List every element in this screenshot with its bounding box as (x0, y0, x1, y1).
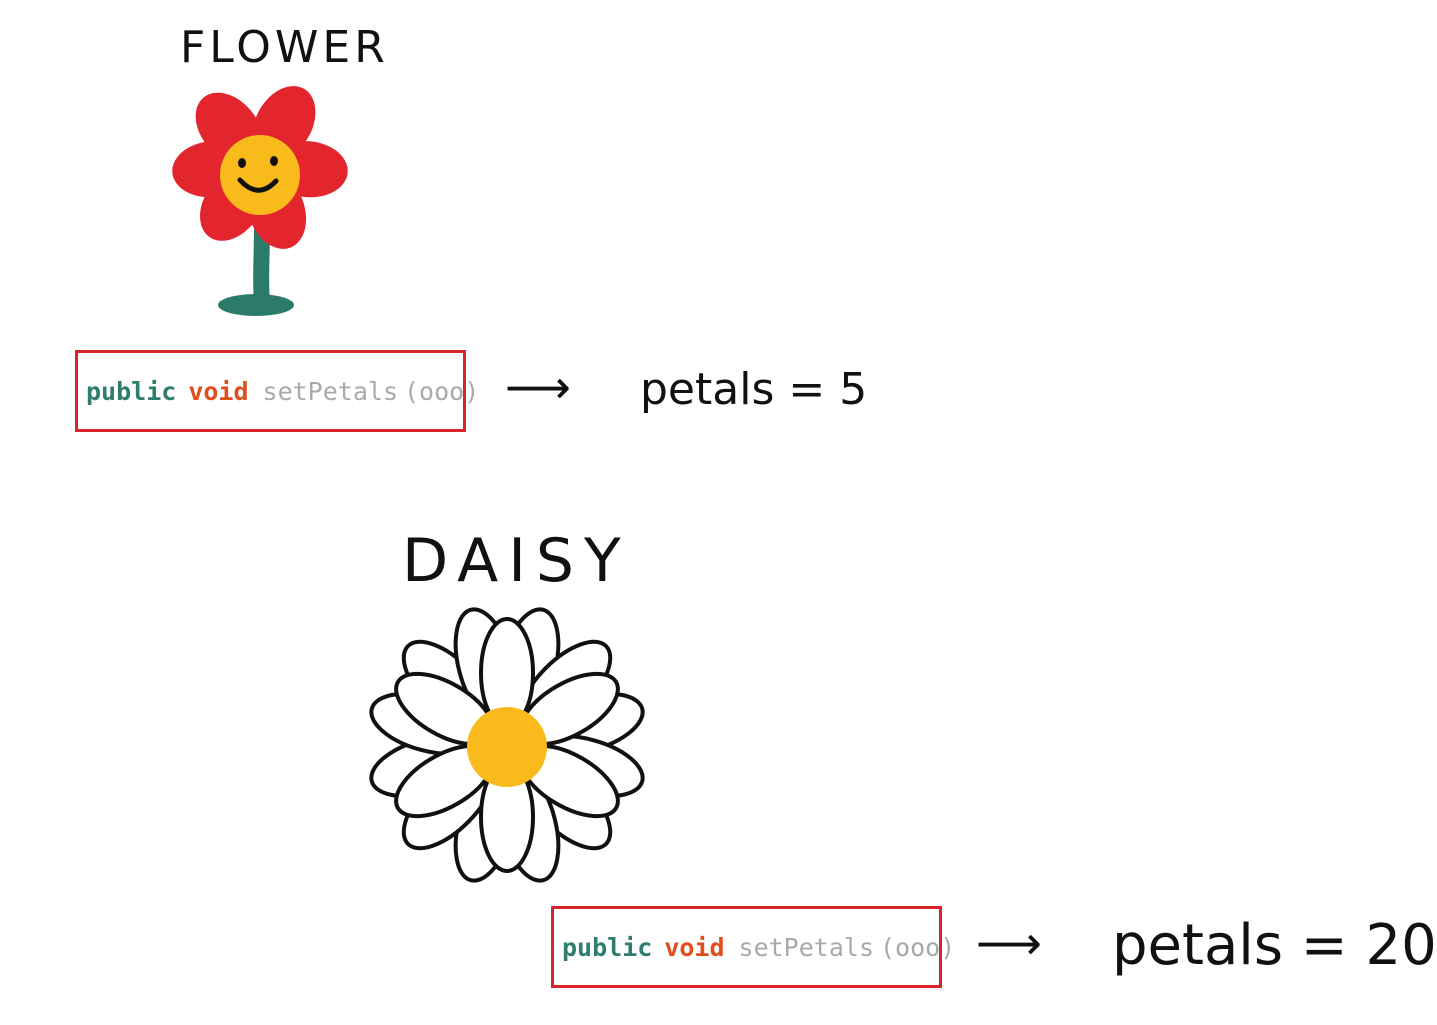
daisy-modifier: public (562, 932, 653, 962)
flower-title: FLOWER (180, 22, 389, 73)
flower-return-type: void (188, 376, 249, 406)
daisy-return-type: void (664, 932, 725, 962)
daisy-arrow-icon: ⟶ (976, 916, 1042, 970)
daisy-title: DAISY (402, 526, 631, 596)
white-daisy-icon (369, 607, 645, 883)
flower-method-name: setPetals (262, 376, 398, 406)
flower-center (220, 135, 300, 215)
flower-left-eye (238, 158, 246, 168)
daisy-method-params: (ooo) (880, 932, 956, 962)
flower-modifier: public (86, 376, 177, 406)
daisy-method-name: setPetals (738, 932, 874, 962)
smiling-red-flower-icon (172, 86, 348, 316)
daisy-center (467, 707, 547, 787)
flower-result: petals = 5 (640, 364, 868, 415)
flower-method-params: (ooo) (404, 376, 480, 406)
daisy-result: petals = 20 (1112, 913, 1437, 978)
flower-smile (237, 177, 279, 193)
flower-right-eye (270, 156, 278, 166)
daisy-method-signature: public void setPetals (ooo) (551, 906, 955, 988)
flower-leaf (218, 294, 294, 316)
flower-arrow-icon: ⟶ (505, 360, 571, 414)
flower-method-signature: public void setPetals (ooo) (75, 350, 479, 432)
